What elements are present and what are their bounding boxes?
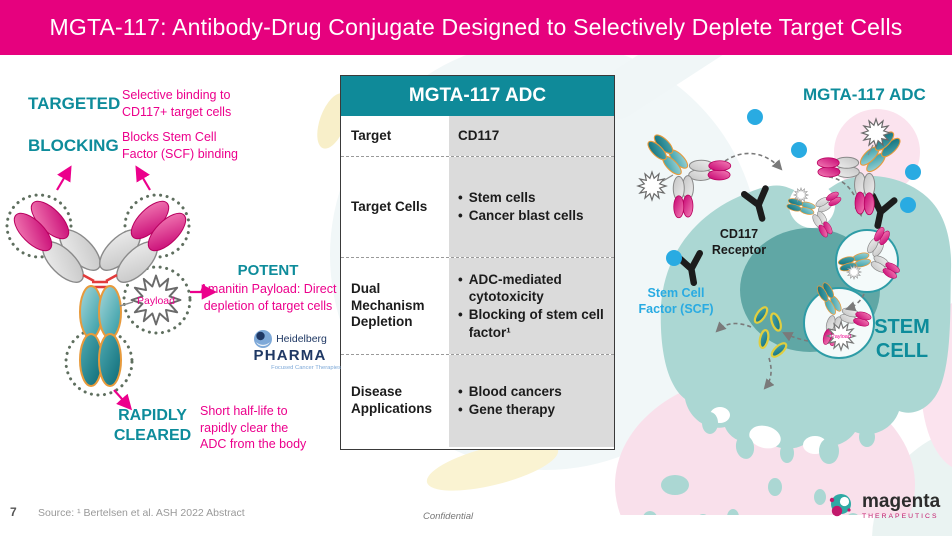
source-citation: Source: ¹ Bertelsen et al. ASH 2022 Abst… [38, 507, 245, 519]
antibody-right-arm [99, 200, 187, 283]
table-row-label: Target [351, 127, 392, 143]
process-arrows [715, 152, 865, 390]
heidelberg-pharma-logo: Heidelberg PHARMA Focused Cancer Therapi… [235, 329, 345, 371]
rapidly-cleared-label: RAPIDLY CLEARED [113, 407, 192, 444]
table-row-label: Disease Applications [351, 384, 433, 416]
table-row: Target CD117 [341, 116, 614, 156]
heidelberg-logo-line2: PHARMA [253, 347, 327, 364]
table-row-label: Target Cells [351, 198, 428, 214]
targeted-description: Selective binding to CD117+ target cells [122, 88, 232, 119]
heidelberg-logo-line1: Heidelberg [276, 333, 327, 345]
cd117-receptor-label: CD117 Receptor [711, 227, 767, 258]
slide-title: MGTA-117: Antibody-Drug Conjugate Design… [49, 14, 903, 40]
cell-droplets [643, 412, 875, 515]
table-header: MGTA-117 ADC [341, 76, 614, 116]
payload-connector [119, 301, 134, 307]
antibody-left-arm [13, 200, 101, 283]
table-row-value: •Stem cells•Cancer blast cells [449, 157, 614, 257]
magenta-logo-subtitle: THERAPEUTICS [862, 513, 939, 520]
payload-burst-icon [637, 171, 667, 201]
stem-cell-label: STEM CELL [874, 316, 930, 362]
table-row-value: •Blood cancers•Gene therapy [449, 355, 614, 447]
antibody-stem [79, 285, 122, 387]
endosome-payload-label: Payload [831, 334, 851, 340]
dotted-highlight-circles [5, 193, 192, 397]
callout-arrows [56, 165, 218, 411]
table-row: Dual Mechanism Depletion •ADC-mediated cy… [341, 257, 614, 354]
scf-label: Stem Cell Factor (SCF) [638, 286, 714, 317]
magenta-therapeutics-logo: magenta THERAPEUTICS [826, 491, 940, 521]
adc-antibody-diagram: Payload [5, 165, 218, 411]
magenta-logo-icon [829, 494, 851, 517]
table-row: Disease Applications •Blood cancers•Gene … [341, 354, 614, 447]
potent-label: POTENT [237, 262, 299, 279]
table-row: Target Cells •Stem cells•Cancer blast cel… [341, 156, 614, 257]
page-number: 7 [10, 505, 17, 519]
endosome-1 [831, 223, 904, 294]
scf-molecules [666, 109, 921, 266]
targeted-label: TARGETED [28, 94, 121, 113]
table-row-value: CD117 [449, 116, 614, 156]
rapidly-cleared-description: Short half-life to rapidly clear the ADC… [200, 404, 307, 451]
released-payload-capsules [753, 306, 788, 358]
heidelberg-pharma-logo-icon [254, 330, 273, 348]
confidential-note: Confidential [423, 511, 474, 522]
table-row-value: •ADC-mediated cytotoxicity•Blocking of s… [449, 258, 614, 354]
right-adc-title: MGTA-117 ADC [803, 85, 926, 104]
slide-title-bar: MGTA-117: Antibody-Drug Conjugate Design… [0, 0, 952, 55]
hinge-bonds [82, 273, 118, 289]
magenta-logo-name: magenta [862, 491, 941, 512]
heidelberg-logo-tagline: Focused Cancer Therapies [271, 364, 341, 371]
stem-cell-mechanism-diagram: Payload [615, 106, 952, 515]
payload-label: Payload [137, 295, 175, 307]
blocking-label: BLOCKING [28, 136, 119, 155]
table-row-label: Dual Mechanism Depletion [351, 280, 425, 330]
potent-description: Amanitin Payload: Direct depletion of ta… [199, 282, 337, 313]
blocking-description: Blocks Stem Cell Factor (SCF) binding [122, 130, 239, 161]
